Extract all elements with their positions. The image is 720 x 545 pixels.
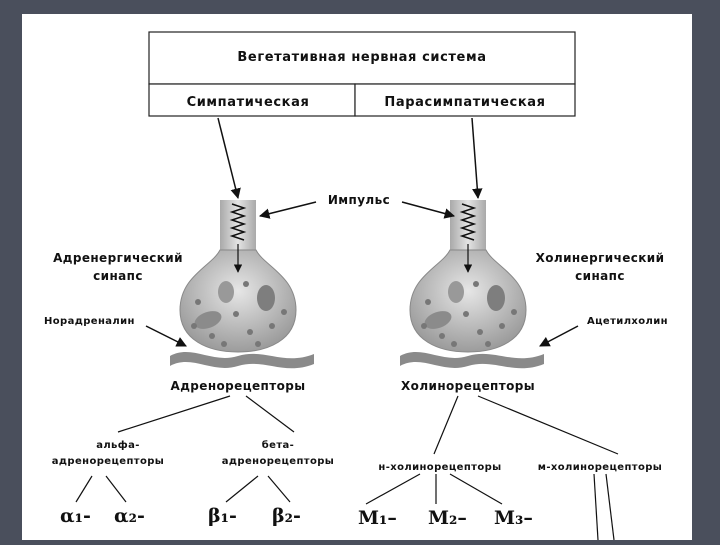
branch-sympathetic: Симпатическая xyxy=(187,95,310,110)
subtype-m3: M₃– xyxy=(494,507,533,529)
adrenergic-synapse-label-line2: синапс xyxy=(93,269,143,283)
m-cholinoreceptors-label: м-холинорецепторы xyxy=(538,462,662,473)
mediator-acetylcholine: Ацетилхолин xyxy=(587,316,668,327)
subtype-m2: M₂– xyxy=(428,507,467,529)
cholinergic-synapse-label-line2: синапс xyxy=(575,269,625,283)
beta-group-line1: бета- xyxy=(262,439,294,451)
arrow-parasympathetic xyxy=(471,117,483,200)
cholinergic-synapse xyxy=(400,200,544,369)
receptor-tree-lines xyxy=(75,395,619,541)
subtype-alpha1: α₁- xyxy=(60,505,91,527)
adrenergic-synapse-label-line1: Адренергический xyxy=(53,251,183,265)
subtype-beta2: β₂- xyxy=(272,505,301,527)
impulse-label: Импульс xyxy=(328,193,390,207)
beta-group-line2: адренорецепторы xyxy=(222,456,334,467)
alpha-group-line2: адренорецепторы xyxy=(52,456,164,467)
subtype-beta1: β₁- xyxy=(208,505,237,527)
diagram-panel: Вегетативная нервная система Симпатическ… xyxy=(22,14,692,541)
branch-parasympathetic: Парасимпатическая xyxy=(384,95,545,110)
impulse-arrow-left xyxy=(258,201,317,219)
nervous-system-diagram: Вегетативная нервная система Симпатическ… xyxy=(44,31,668,541)
n-cholinoreceptors-label: н-холинорецепторы xyxy=(378,462,501,473)
branch-box-left xyxy=(148,83,356,117)
mediator-norepinephrine: Норадреналин xyxy=(44,316,135,327)
title-box xyxy=(148,31,576,85)
cholinergic-synapse-label-line1: Холинергический xyxy=(536,251,665,265)
cholinoreceptors-label: Холинорецепторы xyxy=(401,379,535,393)
subtype-alpha2: α₂- xyxy=(114,505,145,527)
alpha-group-line1: альфа- xyxy=(96,439,140,451)
diagram-title: Вегетативная нервная система xyxy=(237,50,486,65)
impulse-arrow-right xyxy=(401,201,456,219)
mediator-arrow-right xyxy=(539,325,579,347)
arrow-sympathetic xyxy=(217,117,241,200)
adrenoreceptors-label: Адренорецепторы xyxy=(171,379,306,393)
adrenergic-synapse xyxy=(170,200,314,369)
mediator-arrow-left xyxy=(145,325,187,347)
branch-box-right xyxy=(354,83,576,117)
subtype-m1: M₁– xyxy=(358,507,397,529)
